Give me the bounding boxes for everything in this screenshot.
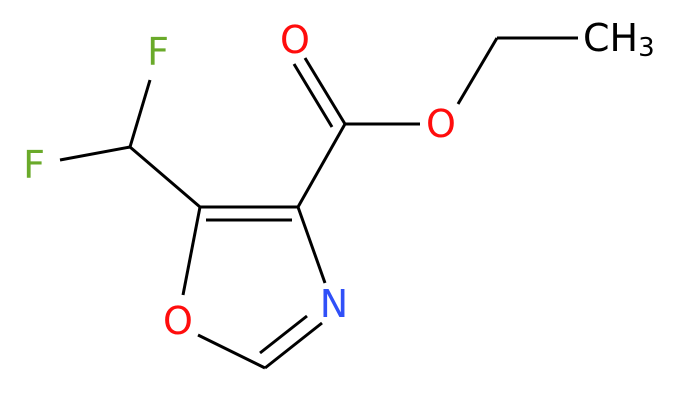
atom-ring-nitrogen: N [320,282,348,326]
atom-methyl-main: CH [583,16,638,60]
bond-c2-n3 [264,321,323,370]
bond-c4-carbonyl [296,123,347,208]
atom-carbonyl-oxygen: O [280,18,310,62]
atom-ring-oxygen: O [163,299,193,343]
bond-cf3-c5 [129,145,201,209]
bond-carbonyl-o [303,57,347,125]
bond-cf3-f-top [128,79,152,148]
bond-c5-o1 [181,206,202,296]
bond-n3-c4 [296,206,327,284]
bond-oester-ch2 [456,37,499,105]
atom-ester-oxygen: O [426,102,456,146]
atom-labels: F F O O O N CH3 [23,16,655,343]
atom-fluorine-left: F [23,143,45,187]
bond-cf3-f-left [59,145,131,162]
bonds [59,36,578,370]
atom-methyl: CH3 [583,16,655,63]
bond-carbonyl-o-inner [292,63,334,128]
bond-c2-n3-inner [259,314,308,355]
bond-o1-c2 [197,333,266,370]
atom-methyl-subscript: 3 [638,33,655,63]
atom-fluorine-top: F [147,30,169,74]
